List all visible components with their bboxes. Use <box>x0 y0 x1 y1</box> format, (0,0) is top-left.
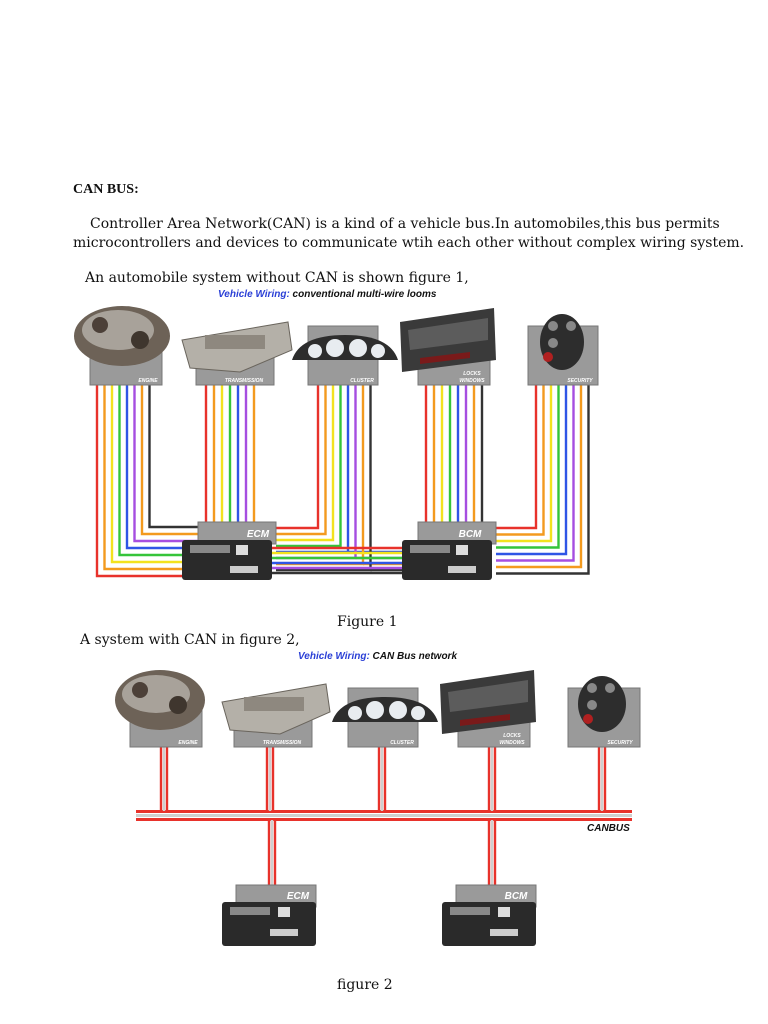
figure2-caption: figure 2 <box>337 977 393 993</box>
fig2-engine-module: ENGINE <box>115 670 205 748</box>
fig2-ecm-controller: ECM <box>222 884 317 946</box>
fig1-ecm-label: ECM <box>247 529 270 540</box>
svg-text:WINDOWS: WINDOWS <box>459 378 485 384</box>
fig2-title-rest: CAN Bus network <box>370 651 458 662</box>
fig1-engine-label: ENGINE <box>138 378 158 384</box>
fig2-cluster-module: CLUSTER <box>332 687 438 748</box>
page-heading: CAN BUS: <box>73 182 139 197</box>
fig1-bcm-controller: BCM <box>402 521 497 580</box>
fig1-transmission-module: TRANSMISSION <box>181 321 293 386</box>
svg-text:LOCKS: LOCKS <box>503 733 521 739</box>
fig2-cluster-label: CLUSTER <box>390 740 414 746</box>
fig2-ecm-label: ECM <box>287 891 310 902</box>
fig1-cluster-module: CLUSTER <box>292 325 398 386</box>
svg-text:Vehicle Wiring: CAN Bus networ: Vehicle Wiring: CAN Bus network <box>298 651 457 662</box>
figure-1-diagram: Vehicle Wiring: conventional multi-wire … <box>74 289 599 580</box>
fig2-bcm-controller: BCM <box>442 884 537 946</box>
fig2-canbus-label: CANBUS <box>587 823 630 834</box>
fig1-engine-module: ENGINE <box>74 306 170 386</box>
fig1-title-rest: conventional multi-wire looms <box>290 289 437 300</box>
fig1-ecm-controller: ECM <box>182 521 277 580</box>
fig1-transmission-label: TRANSMISSION <box>225 378 264 384</box>
fig1-locks-module: LOCKS WINDOWS <box>400 308 496 386</box>
svg-text:LOCKS: LOCKS <box>463 371 481 377</box>
fig2-security-module: SECURITY <box>567 676 641 748</box>
figure-2-diagram: Vehicle Wiring: CAN Bus network CANBUS E… <box>115 651 641 946</box>
fig2-security-label: SECURITY <box>607 740 633 746</box>
fig2-bus-drops <box>159 747 607 886</box>
fig1-cluster-label: CLUSTER <box>350 378 374 384</box>
fig1-bcm-label: BCM <box>459 529 482 540</box>
fig2-locks-module: LOCKS WINDOWS <box>440 670 536 748</box>
fig2-bcm-label: BCM <box>505 891 528 902</box>
figure2-intro: A system with CAN in figure 2, <box>80 632 300 648</box>
figure1-intro: An automobile system without CAN is show… <box>85 270 469 286</box>
fig2-engine-label: ENGINE <box>178 740 198 746</box>
fig1-wire-harness <box>95 385 590 578</box>
paragraph-line-2: microcontrollers and devices to communic… <box>73 235 745 251</box>
fig2-transmission-label: TRANSMISSION <box>263 740 302 746</box>
svg-text:Vehicle Wiring: conventional m: Vehicle Wiring: conventional multi-wire … <box>218 289 437 300</box>
figure1-caption: Figure 1 <box>337 614 398 630</box>
fig2-title-blue: Vehicle Wiring: <box>298 651 370 662</box>
fig1-security-label: SECURITY <box>567 378 593 384</box>
fig1-title-blue: Vehicle Wiring: <box>218 289 290 300</box>
fig2-transmission-module: TRANSMISSION <box>221 683 331 748</box>
paragraph-line-1: Controller Area Network(CAN) is a kind o… <box>90 216 720 232</box>
fig2-canbus-line <box>136 810 632 821</box>
fig1-security-module: SECURITY <box>527 314 599 386</box>
svg-text:WINDOWS: WINDOWS <box>499 740 525 746</box>
